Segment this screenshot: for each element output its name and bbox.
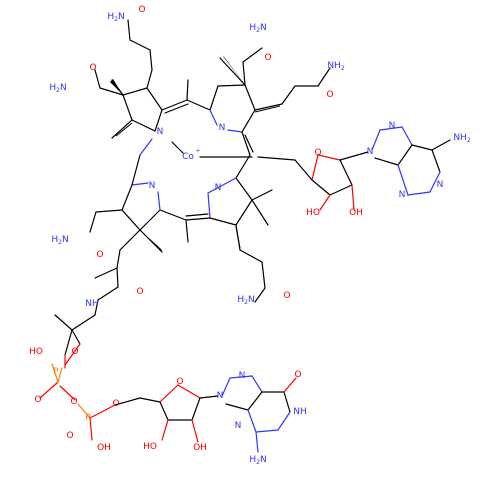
guanine-n3: N xyxy=(235,421,242,431)
guanine-n7: N xyxy=(239,371,246,381)
adenine-base xyxy=(371,126,451,196)
ribose-oh-adenosine: OH xyxy=(349,208,363,218)
amide-o-lower-right: O xyxy=(283,291,290,301)
atom-labels: Co + N N N N H2N O H2N O H2N O NH2 O H2N… xyxy=(29,5,471,466)
ring-n-b: N xyxy=(219,123,226,133)
phosphate-p-top: P xyxy=(53,367,59,377)
adenosine-ribose xyxy=(257,151,369,211)
amide-nh2-lower-right: H2N xyxy=(237,295,254,306)
ring-n-a: N xyxy=(157,127,164,137)
phosphate-o-ester: O xyxy=(71,347,78,357)
amide-o-top-left: O xyxy=(138,5,145,15)
phosphate-oh-bottom: OH xyxy=(97,443,111,453)
amide-o-top-right: O xyxy=(264,53,271,63)
phosphate-o-ribose: O xyxy=(112,399,119,409)
adenine-nh2: NH2 xyxy=(453,133,471,144)
ring-n-c: N xyxy=(215,183,222,193)
cobalt-label: Co xyxy=(182,152,194,162)
adenine-n7: N xyxy=(389,121,396,131)
ring-n-d: N xyxy=(149,181,156,191)
nucleotide-tail xyxy=(39,329,297,453)
amide-nh2-left: H2N xyxy=(49,83,66,94)
guanine-nh2: H2N xyxy=(249,455,266,466)
amide-o-linker: O xyxy=(136,287,143,297)
amide-o-left: O xyxy=(89,63,96,73)
amide-o-right: O xyxy=(326,90,333,100)
ribose-o-guanosine: O xyxy=(176,377,183,387)
ribose-ho-guanosine: HO xyxy=(143,442,157,452)
phosphate-p-bottom: P xyxy=(85,413,91,423)
amide-nh2-lower-left: H2N xyxy=(51,235,68,246)
amide-o-lower-left: O xyxy=(96,250,103,260)
cobalt-charge: + xyxy=(195,148,200,155)
guanine-o6: O xyxy=(294,370,301,380)
ribose-ho-adenosine: HO xyxy=(306,208,320,218)
ribose-o-adenosine: O xyxy=(314,148,321,158)
adenine-n9: N xyxy=(367,147,374,157)
amide-nh2-right: NH2 xyxy=(327,61,345,72)
adenine-n1: N xyxy=(437,180,444,190)
guanine-n9: N xyxy=(217,391,224,401)
phosphate-o-double-top: O xyxy=(34,395,41,405)
amide-nh2-top-right: H2N xyxy=(249,23,266,34)
phosphate-o-double-bottom: O xyxy=(66,431,73,441)
ribose-oh-guanosine: OH xyxy=(193,443,207,453)
guanine-nh: NH xyxy=(293,407,307,417)
adenine-n3: N xyxy=(399,190,406,200)
stereo-wedges xyxy=(110,55,281,253)
phosphate-o-bridge: O xyxy=(70,397,77,407)
amide-nh-linker: NH xyxy=(85,299,99,309)
phosphate-oh-top: HO xyxy=(29,347,43,357)
amide-nh2-top-left: H2N xyxy=(107,12,124,23)
